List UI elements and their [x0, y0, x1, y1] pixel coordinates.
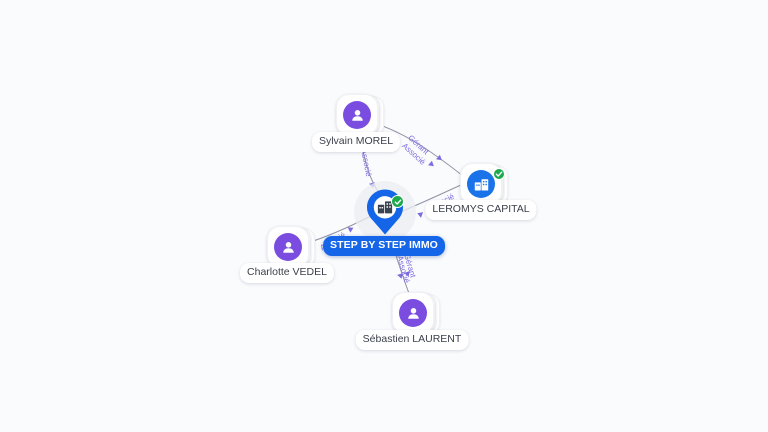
- stack-card-front: [336, 94, 378, 136]
- building-icon: [467, 170, 495, 198]
- edge-label-step-laurent-associe: Associé: [395, 254, 412, 285]
- node-card-stack: [460, 163, 508, 205]
- edge-label-morel-leromys-gerant: Gérant: [406, 133, 431, 157]
- stack-card-front: [392, 292, 434, 334]
- node-card-stack: [336, 94, 384, 136]
- node-label-charlotte-vedel[interactable]: Charlotte VEDEL: [240, 263, 334, 283]
- node-card-stack: [392, 292, 440, 334]
- node-label-sebastien-laurent[interactable]: Sébastien LAURENT: [355, 330, 469, 350]
- stack-card-front: [267, 226, 309, 268]
- edge-label-morel-leromys-associe: Associé: [400, 141, 428, 167]
- verified-badge-icon: [391, 195, 404, 208]
- person-icon: [399, 299, 427, 327]
- person-icon: [343, 101, 371, 129]
- node-label-step-by-step-immo[interactable]: STEP BY STEP IMMO: [323, 236, 445, 256]
- node-label-leromys-capital[interactable]: LEROMYS CAPITAL: [425, 200, 537, 220]
- edge-label-morel-step-associe: Associé: [359, 148, 374, 178]
- node-label-sylvain-morel[interactable]: Sylvain MOREL: [311, 132, 401, 152]
- verified-badge-icon: [493, 168, 505, 180]
- node-card-stack: [267, 226, 315, 268]
- building-icon: [376, 198, 394, 216]
- edge-label-step-laurent-gerant: Gérant: [402, 252, 418, 279]
- person-icon: [274, 233, 302, 261]
